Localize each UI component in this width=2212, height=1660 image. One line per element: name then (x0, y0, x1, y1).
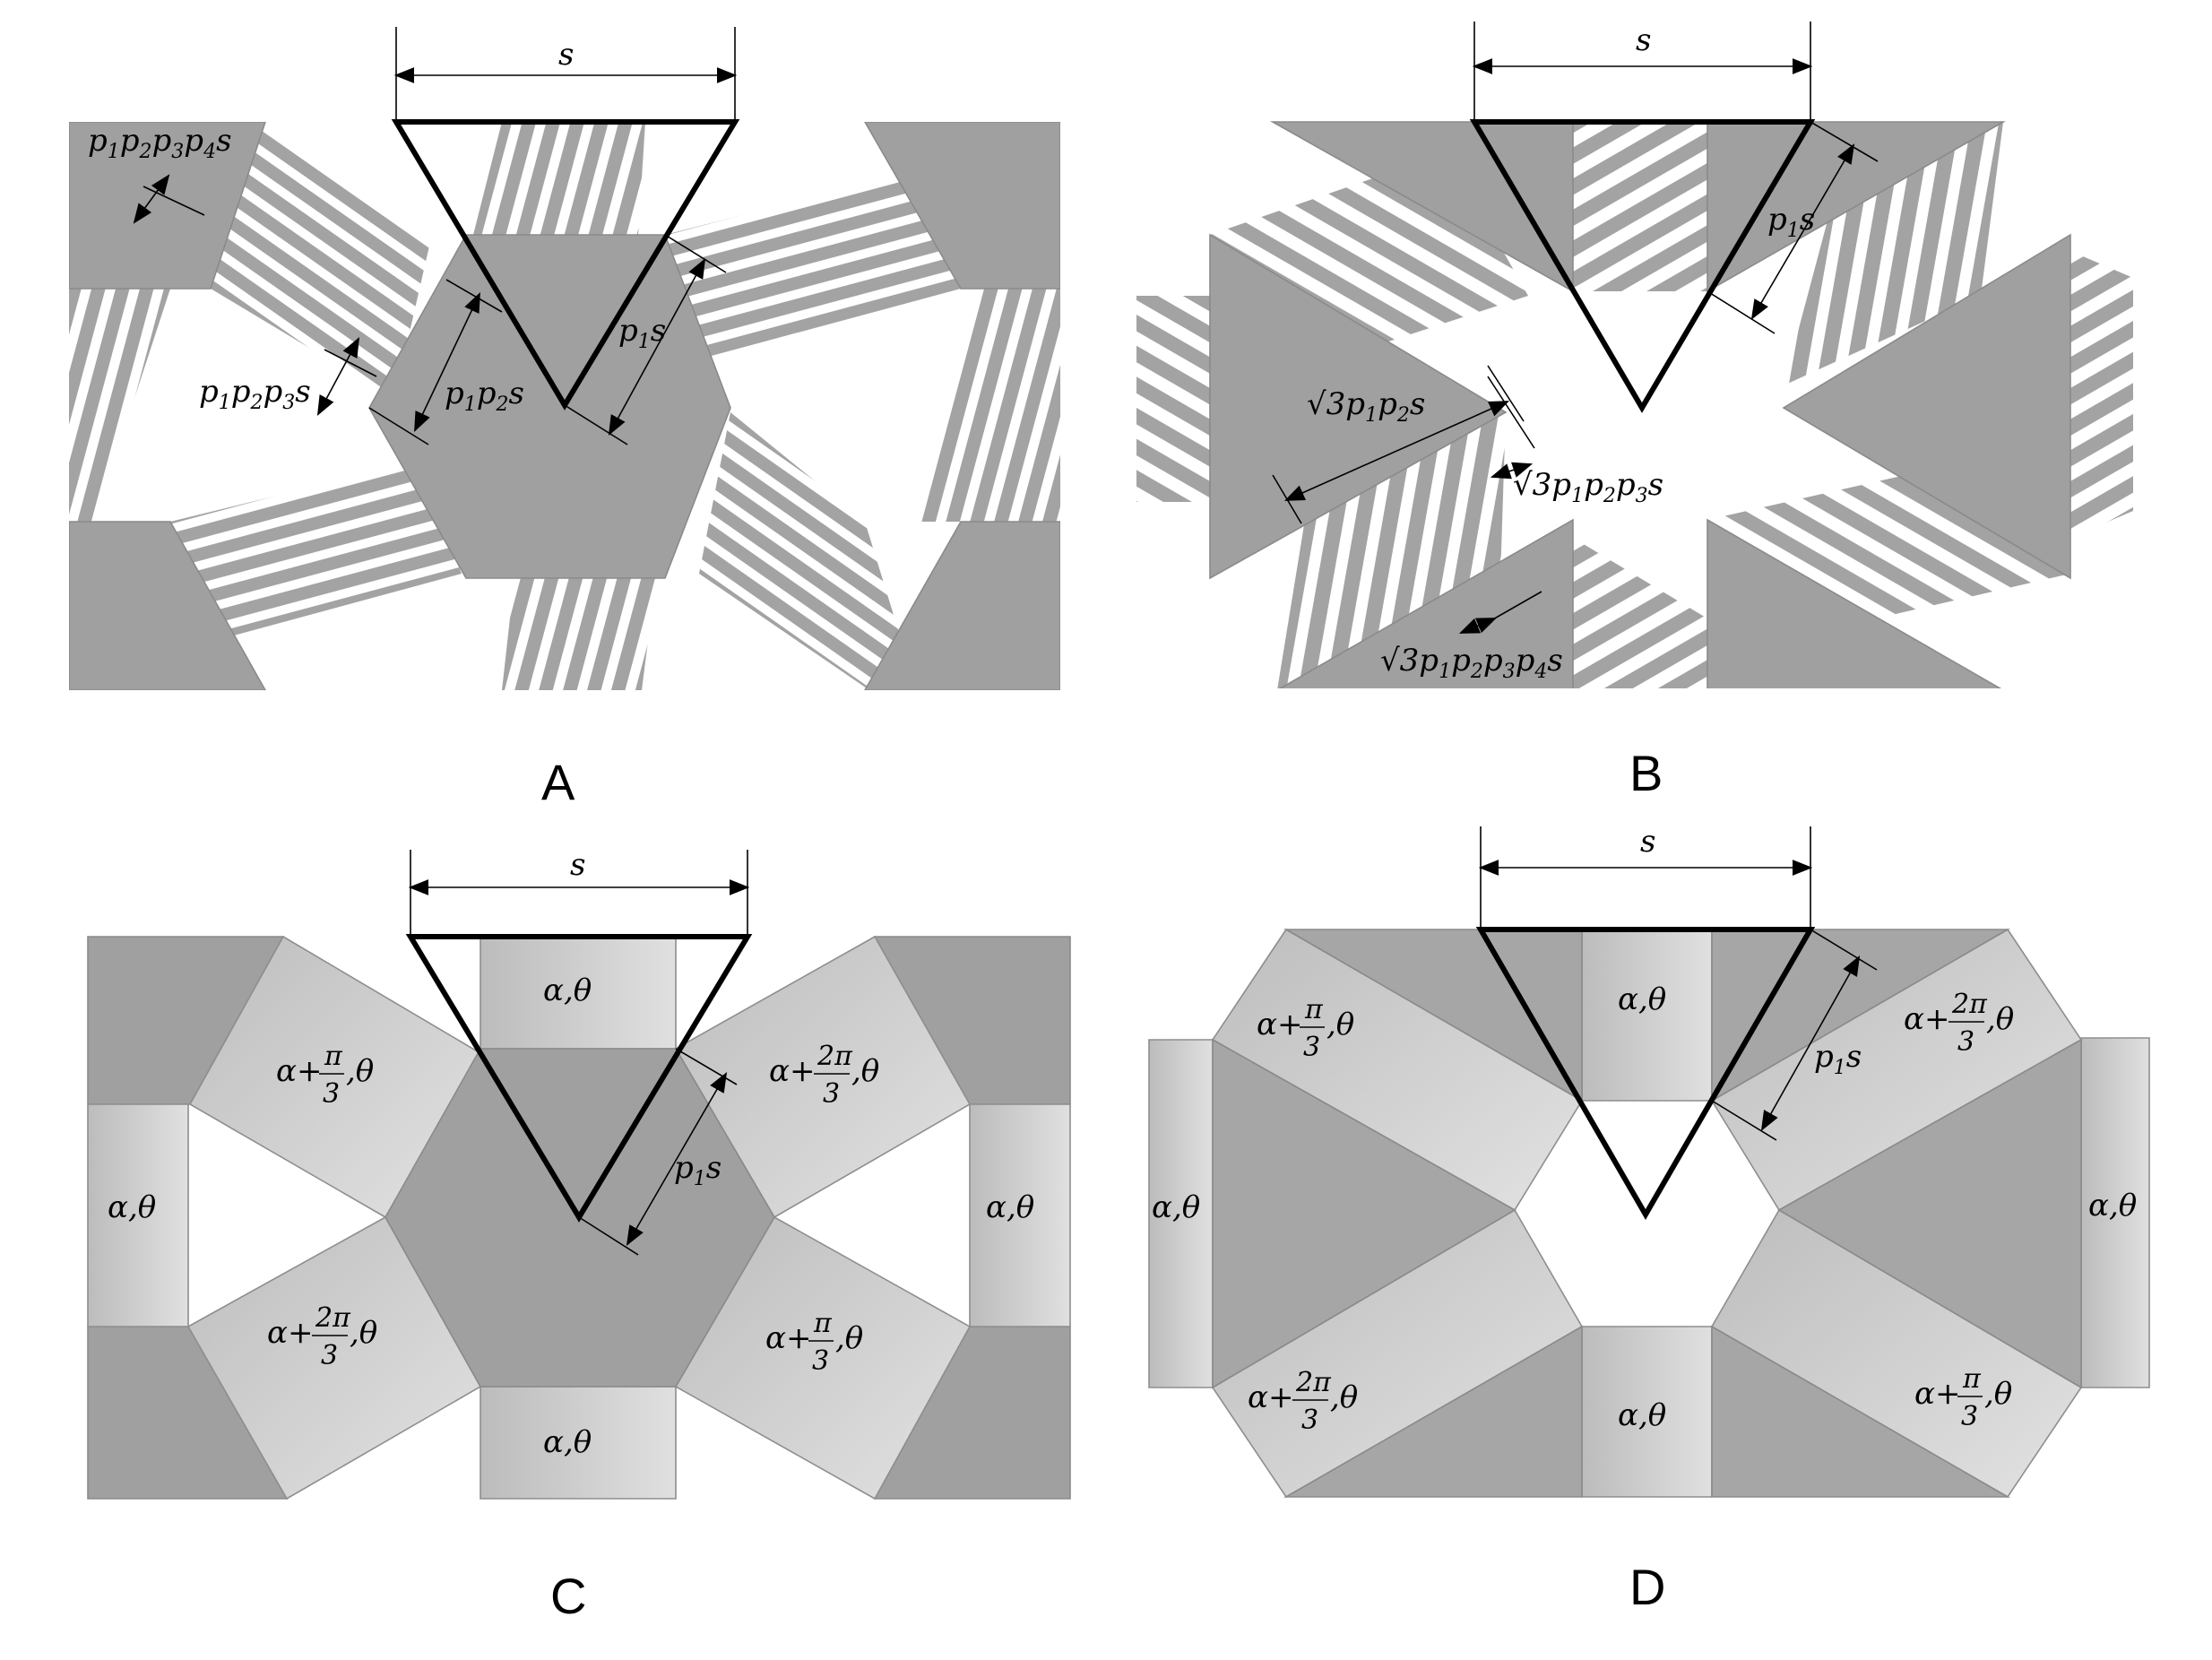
strip-b-bottomcenter (1573, 538, 1707, 688)
face-b-bottomright (1707, 518, 2002, 688)
svg-text:2π: 2π (1951, 989, 1988, 1020)
dim-b-p1s (1750, 143, 1855, 320)
label-d-upperleft: α+π 3 ,θ (1257, 994, 1354, 1063)
label-c-top: α,θ (543, 973, 592, 1008)
strip-a-topright (665, 176, 961, 357)
svg-text:,θ: ,θ (350, 1315, 377, 1351)
svg-text:π: π (813, 1308, 833, 1339)
label-b-s: s (1636, 22, 1651, 58)
svg-text:,θ: ,θ (1326, 1007, 1354, 1042)
strip-a-bottomcenter (502, 578, 656, 690)
svg-text:,θ: ,θ (851, 1053, 879, 1089)
label-d-lowerright: α+π 3 ,θ (1914, 1363, 2012, 1432)
label-d-topcenter: α,θ (1618, 981, 1666, 1017)
label-c-upperright: α+2π 3 ,θ (769, 1041, 879, 1110)
label-c-lowerright: α+π 3 ,θ (765, 1308, 863, 1377)
svg-text:3: 3 (321, 1340, 338, 1371)
label-c-right: α,θ (986, 1189, 1034, 1225)
label-c-bottom: α,θ (543, 1424, 592, 1460)
triangle-b (1469, 119, 1816, 413)
svg-text:3: 3 (1303, 1032, 1320, 1063)
face-b-right (1782, 233, 2071, 580)
label-d-left: α,θ (1152, 1189, 1200, 1225)
svg-text:2π: 2π (315, 1302, 351, 1334)
strip-a-topcenter (473, 122, 645, 235)
svg-text:3: 3 (1957, 1026, 1974, 1058)
svg-text:,θ: ,θ (1986, 1001, 2014, 1037)
svg-text:α+: α+ (267, 1315, 313, 1351)
face-d-right (1777, 1038, 2082, 1389)
label-a-p1p2p3s: p1p2p3s (199, 374, 311, 414)
label-b-sqrt3p1p2s: √3p1p2s (1307, 386, 1425, 427)
strip-a-bottomleft (170, 462, 462, 638)
label-a-s: s (558, 37, 574, 73)
svg-text:π: π (324, 1041, 343, 1072)
svg-text:π: π (1962, 1363, 1982, 1395)
label-d-lowerleft: α+2π 3 ,θ (1248, 1367, 1358, 1436)
face-d-left (1212, 1038, 1516, 1389)
face-a-bottomleft (69, 521, 266, 690)
svg-text:α+: α+ (276, 1053, 322, 1089)
label-c-upperleft: α+π 3 ,θ (276, 1041, 374, 1110)
label-d-bottomcenter: α,θ (1618, 1397, 1666, 1433)
svg-text:3: 3 (1301, 1405, 1318, 1436)
svg-text:α+: α+ (1914, 1376, 1960, 1412)
face-b-bottomleft (1278, 518, 1574, 688)
panel-label-a: A (541, 754, 575, 810)
strip-a-topleft (211, 124, 430, 399)
face-d-bottomleft (1283, 1325, 1583, 1498)
panel-label-c: C (550, 1568, 586, 1624)
svg-text:α+: α+ (1248, 1379, 1293, 1415)
strip-b-topcenter (1573, 122, 1707, 291)
svg-text:3: 3 (323, 1078, 340, 1110)
face-a-bottomright (864, 521, 1060, 690)
dim-a-p1s (608, 258, 706, 436)
panel-b (1136, 121, 2133, 688)
svg-text:,θ: ,θ (1330, 1379, 1358, 1415)
svg-text:,θ: ,θ (346, 1053, 374, 1089)
dim-a-p1p2s (414, 291, 480, 433)
svg-text:π: π (1304, 994, 1324, 1025)
panel-d (1148, 928, 2150, 1499)
panel-c-right (969, 1103, 1071, 1327)
svg-text:2π: 2π (1295, 1367, 1332, 1398)
svg-text:3: 3 (812, 1345, 829, 1377)
dim-d-p1s (1760, 955, 1861, 1131)
label-d-s: s (1640, 824, 1655, 860)
svg-text:3: 3 (823, 1078, 840, 1110)
panel-label-d: D (1629, 1559, 1665, 1615)
strip-a-right (914, 289, 1060, 522)
dim-c-p1s (626, 1072, 728, 1246)
dim-b-sqrt3p1p2s (1283, 401, 1510, 501)
strip-a-bottomright (699, 412, 901, 690)
svg-text:α+: α+ (1904, 1001, 1949, 1037)
strip-a-left (69, 289, 170, 522)
svg-text:2π: 2π (817, 1041, 853, 1072)
label-c-lowerleft: α+2π 3 ,θ (267, 1302, 377, 1371)
label-d-p1s: p1s (1814, 1039, 1862, 1079)
panel-label-b: B (1629, 745, 1663, 801)
svg-text:,θ: ,θ (1984, 1376, 2012, 1412)
label-c-left: α,θ (108, 1189, 156, 1225)
triangle-d (1475, 927, 1816, 1220)
svg-text:α+: α+ (1257, 1007, 1302, 1042)
strip-b-left (1136, 296, 1210, 502)
face-a-topright (864, 122, 1060, 290)
label-a-p1p2s: p1p2s (445, 376, 524, 416)
panel-a (69, 122, 1060, 690)
svg-text:3: 3 (1961, 1401, 1978, 1432)
svg-text:α+: α+ (765, 1320, 811, 1356)
svg-text:,θ: ,θ (835, 1320, 863, 1356)
label-d-upperright: α+2π 3 ,θ (1904, 989, 2014, 1058)
face-d-bottomright (1711, 1325, 2010, 1498)
label-c-s: s (570, 847, 585, 883)
label-d-right: α,θ (2088, 1188, 2137, 1223)
label-b-sqrt3p1p2p3s: √3p1p2p3s (1513, 467, 1663, 507)
label-b-sqrt3p1p2p3p4s: √3p1p2p3p4s (1380, 643, 1563, 683)
svg-text:α+: α+ (769, 1053, 815, 1089)
strip-b-right (2070, 251, 2133, 538)
